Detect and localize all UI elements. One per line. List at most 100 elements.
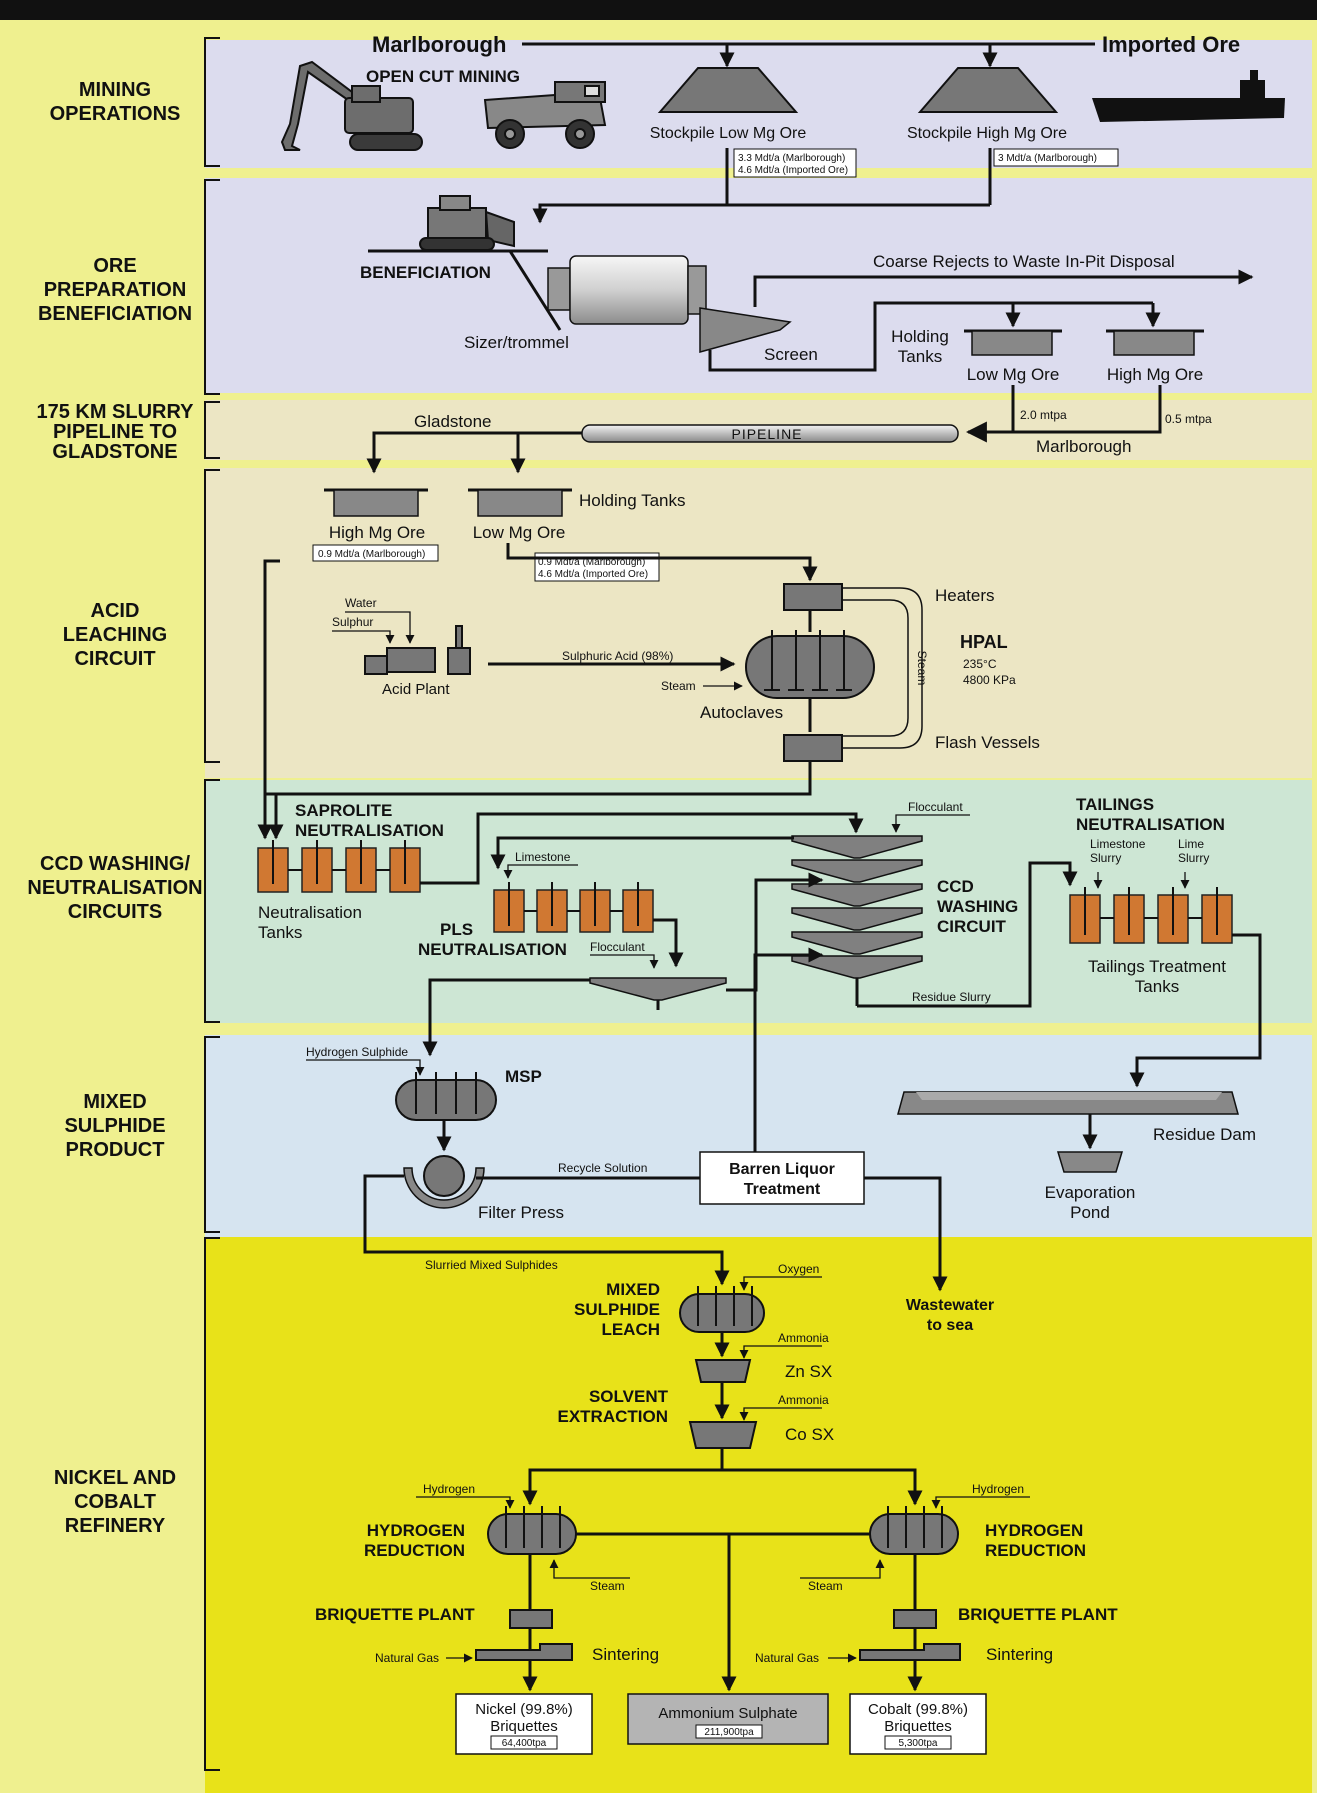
briquette-right-label: BRIQUETTE PLANT bbox=[958, 1605, 1118, 1624]
prep-band bbox=[205, 178, 1312, 393]
low-mg-holding-tank bbox=[964, 329, 1062, 356]
cobalt-rate: 5,300tpa bbox=[899, 1738, 938, 1749]
residue-slurry-flow bbox=[857, 861, 1078, 1008]
natural-gas-right-label: Natural Gas bbox=[755, 1651, 819, 1665]
oxygen-label: Oxygen bbox=[778, 1262, 819, 1276]
steam-left-input bbox=[549, 1559, 630, 1579]
zn-sx-unit bbox=[694, 1359, 752, 1383]
oxygen-input bbox=[739, 1276, 822, 1291]
residue-slurry-label: Residue Slurry bbox=[912, 990, 991, 1004]
ammonia-2-label: Ammonia bbox=[778, 1393, 829, 1407]
flow-low-to-prep bbox=[532, 148, 729, 224]
low-mg-to-heaters bbox=[506, 543, 818, 582]
steam-left-label: Steam bbox=[590, 1579, 625, 1593]
flash-to-ccd bbox=[266, 761, 812, 796]
msp-reactor bbox=[395, 1072, 497, 1121]
gladstone-label: Gladstone bbox=[414, 412, 492, 431]
acid-plant-unit bbox=[364, 625, 471, 675]
hydrogen-left-input bbox=[416, 1496, 515, 1509]
acid-section: Holding Tanks High Mg Ore Low Mg Ore 0.9… bbox=[257, 488, 1040, 840]
mixed-sulphide-leach-reactor bbox=[679, 1286, 765, 1333]
coarse-rejects-flow bbox=[753, 269, 1254, 307]
autoclaves-label: Autoclaves bbox=[700, 703, 783, 722]
gladstone-high-mg-label: High Mg Ore bbox=[329, 523, 425, 542]
rate-high-label: 0.5 mtpa bbox=[1165, 412, 1212, 426]
screen-deck bbox=[699, 307, 792, 353]
flocculant-mid-label: Flocculant bbox=[590, 940, 645, 954]
flocculant-top-label: Flocculant bbox=[908, 800, 963, 814]
gladstone-low-rate-imported: 4.6 Mdt/a (Imported Ore) bbox=[538, 569, 648, 580]
high-mg-to-pipeline bbox=[965, 385, 1162, 443]
recycle-solution-label: Recycle Solution bbox=[558, 1161, 647, 1175]
high-mg-to-neutralisation bbox=[257, 559, 280, 840]
briquette-left-label: BRIQUETTE PLANT bbox=[315, 1605, 475, 1624]
ammonia-1-input bbox=[739, 1345, 822, 1359]
to-right-hydrogen-reduction bbox=[722, 1468, 923, 1506]
sizer-trommel-label: Sizer/trommel bbox=[464, 333, 569, 352]
stockpile-high-label: Stockpile High Mg Ore bbox=[907, 125, 1067, 142]
sulphur-input bbox=[332, 630, 395, 644]
haul-truck-icon bbox=[483, 81, 607, 149]
low-mg-stockpile bbox=[657, 67, 799, 113]
high-rate-marlborough: 3 Mdt/a (Marlborough) bbox=[998, 153, 1097, 164]
pipeline-section: 2.0 mtpa 0.5 mtpa PIPELINE Gladstone Mar… bbox=[366, 385, 1212, 474]
marlborough-label: Marlborough bbox=[372, 32, 506, 57]
gladstone-holding-tanks-label: Holding Tanks bbox=[579, 491, 685, 510]
imported-ore-label: Imported Ore bbox=[1102, 32, 1240, 57]
ammonium-sulphate-box: Ammonium Sulphate 211,900tpa bbox=[627, 1693, 829, 1745]
ammonium-sulphate-label: Ammonium Sulphate bbox=[658, 1705, 797, 1722]
ship-icon bbox=[1092, 70, 1285, 122]
pls-tank-group bbox=[493, 882, 654, 933]
trommel-drum bbox=[547, 255, 707, 325]
excavator-icon bbox=[280, 60, 423, 151]
beneficiation-label: BENEFICIATION bbox=[360, 263, 491, 282]
screen-label: Screen bbox=[764, 345, 818, 364]
hydrogen-right-input bbox=[931, 1496, 1030, 1509]
ammonia-2-input bbox=[739, 1407, 822, 1421]
flash-vessels-label: Flash Vessels bbox=[935, 733, 1040, 752]
section-brackets bbox=[204, 37, 220, 1771]
sintering-unit-right bbox=[859, 1643, 961, 1661]
gladstone-low-mg-label: Low Mg Ore bbox=[473, 523, 566, 542]
autoclave-vessel bbox=[745, 630, 875, 699]
high-mg-holding-tank bbox=[1106, 329, 1204, 356]
nickel-rate: 64,400tpa bbox=[502, 1738, 547, 1749]
neut-to-ccd bbox=[420, 812, 864, 885]
sintering-right-label: Sintering bbox=[986, 1645, 1053, 1664]
gladstone-low-rate-marlborough: 0.9 Mdt/a (Marlborough) bbox=[538, 557, 645, 568]
gladstone-high-rate: 0.9 Mdt/a (Marlborough) bbox=[318, 549, 425, 560]
h2s-input bbox=[306, 1059, 425, 1076]
sulphuric-acid-label: Sulphuric Acid (98%) bbox=[562, 649, 673, 663]
chute-line bbox=[508, 250, 562, 331]
to-left-hydrogen-reduction bbox=[522, 1468, 722, 1506]
heaters-label: Heaters bbox=[935, 586, 995, 605]
gladstone-high-rate-box bbox=[312, 544, 439, 562]
hpal-pressure: 4800 KPa bbox=[963, 673, 1016, 687]
barren-liquor-box bbox=[699, 1151, 865, 1205]
water-label: Water bbox=[345, 596, 377, 610]
autoclave-steam-label: Steam bbox=[661, 679, 696, 693]
nickel-product-box: Nickel (99.8%)Briquettes 64,400tpa bbox=[455, 1693, 593, 1755]
high-rate-box bbox=[993, 148, 1119, 167]
coarse-rejects-label: Coarse Rejects to Waste In-Pit Disposal bbox=[873, 252, 1175, 271]
steam-loop bbox=[842, 587, 923, 749]
sulphur-label: Sulphur bbox=[332, 615, 373, 629]
acid-band bbox=[205, 468, 1312, 778]
zn-sx-label: Zn SX bbox=[785, 1362, 832, 1381]
ammonium-rate: 211,900tpa bbox=[704, 1727, 754, 1738]
high-mg-label: High Mg Ore bbox=[1107, 365, 1203, 384]
cobalt-product-label: Cobalt (99.8%)Briquettes bbox=[868, 1701, 968, 1735]
tailings-tank-group bbox=[1069, 887, 1233, 944]
